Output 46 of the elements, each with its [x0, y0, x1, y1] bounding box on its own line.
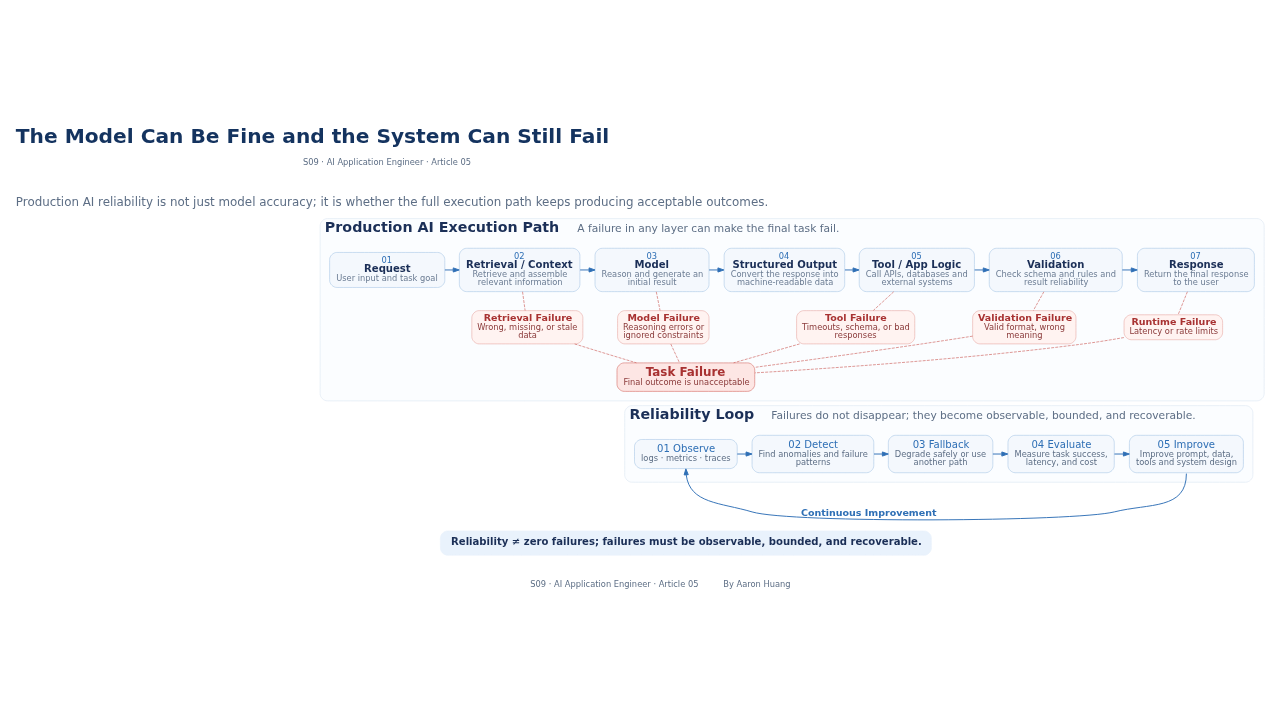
diagram-title: The Model Can Be Fine and the System Can Still Fail: [15, 123, 610, 148]
connector: [670, 343, 680, 363]
arrow: [736, 450, 753, 457]
connector: [1177, 290, 1188, 315]
node-box: 03 Fallback Degrade safely or use another path: [888, 434, 994, 473]
arrow: [974, 266, 990, 272]
connector: [1033, 290, 1045, 311]
node-box: 02 Retrieval / Context Retrieve and assemble relevant information: [459, 247, 581, 292]
connector: [522, 290, 526, 311]
node-box: 06 Validation Check schema and rules and result reliability: [988, 247, 1123, 292]
node-box: 07 Response Return the final response to the user: [1137, 247, 1255, 292]
connector: [754, 336, 1125, 373]
node-box: Validation Failure Valid format, wrong meaning: [972, 309, 1077, 344]
arrow: [844, 266, 860, 272]
node-box: 01 Observe logs · metrics · traces: [634, 438, 738, 469]
arrow: [683, 467, 1187, 520]
arrow: [992, 450, 1009, 457]
connector: [873, 290, 894, 311]
node-box: 05 Improve Improve prompt, data, tools and system design: [1129, 434, 1244, 473]
edge-label: Continuous Improvement: [800, 506, 937, 518]
arrow: [444, 266, 460, 272]
label: Production AI reliability is not just model accuracy; it is whether the full execution path keeps producing acceptable outcomes.: [15, 194, 769, 209]
label: S09 · AI Application Engineer · Article 05: [302, 156, 472, 167]
node-box: 02 Detect Find anomalies and failure patterns: [751, 434, 875, 473]
node-box: Task Failure Final outcome is unacceptable: [616, 362, 756, 392]
node-box: 04 Structured Output Convert the response into machine-readable data: [723, 247, 845, 292]
arrow: [579, 266, 596, 272]
arrow: [873, 450, 889, 457]
node-box: Retrieval Failure Wrong, missing, or stale data: [471, 309, 584, 344]
arrow: [1114, 450, 1130, 457]
label: S09 · AI Application Engineer · Article 05: [530, 578, 699, 589]
node-box: 05 Tool / App Logic Call APIs, databases and external systems: [858, 247, 975, 292]
connector: [656, 290, 661, 311]
node-box: 01 Request User input and task goal: [329, 251, 446, 288]
node-box: Runtime Failure Latency or rate limits: [1123, 314, 1223, 340]
node-box: 03 Model Reason and generate an initial result: [594, 247, 710, 292]
arrow: [708, 266, 725, 272]
label: By Aaron Huang: [723, 578, 791, 589]
node-box: Reliability ≠ zero failures; failures must be observable, bounded, and recoverable.: [440, 530, 932, 556]
connector: [754, 335, 973, 368]
node-box: Tool Failure Timeouts, schema, or bad responses: [796, 309, 916, 344]
node-box: Model Failure Reasoning errors or ignored constraints: [617, 309, 710, 344]
node-box: 04 Evaluate Measure task success, latency, and cost: [1007, 434, 1115, 473]
connector: [733, 343, 800, 363]
connector: [574, 343, 637, 363]
arrow: [1121, 266, 1138, 272]
